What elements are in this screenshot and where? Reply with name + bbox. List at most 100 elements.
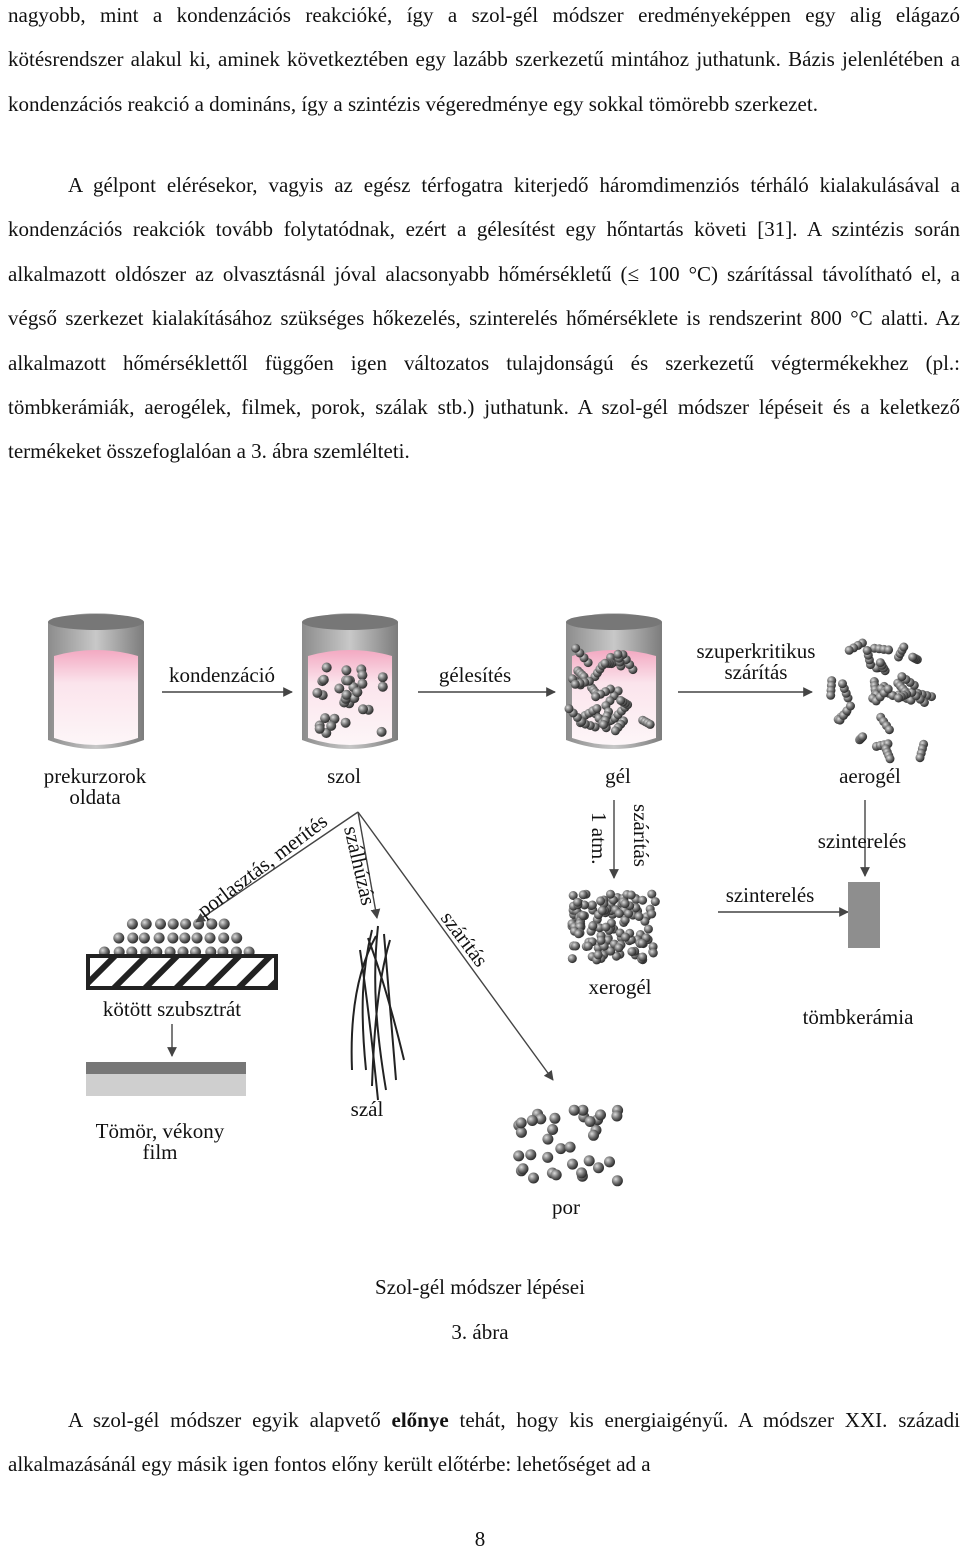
thin-film-icon: [86, 1062, 246, 1096]
particle: [167, 918, 179, 930]
particle: [583, 1155, 595, 1167]
particle: [647, 889, 657, 899]
particle: [647, 909, 657, 919]
particle: [846, 701, 855, 711]
particle: [204, 932, 216, 944]
particle: [515, 1117, 527, 1129]
particle: [568, 891, 578, 900]
figure-caption-title: Szol-gél módszer lépései: [375, 1275, 585, 1299]
particle: [376, 726, 387, 737]
particle: [637, 938, 647, 948]
particle: [321, 662, 332, 673]
paragraph-1: nagyobb, mint a kondenzációs reakcióké, …: [8, 3, 960, 116]
page-number: 8: [474, 1527, 486, 1551]
particle: [542, 1151, 554, 1163]
particle: [650, 897, 660, 907]
label-kotott-szubsztrat: kötött szubsztrát: [103, 997, 241, 1021]
particle: [567, 1158, 578, 1170]
particle: [573, 897, 583, 907]
particle: [596, 935, 606, 945]
particle: [601, 922, 611, 932]
particle: [352, 687, 363, 698]
particle: [645, 719, 655, 729]
particle: [340, 717, 351, 728]
particle: [191, 932, 203, 944]
particle: [875, 658, 885, 668]
particle: [138, 932, 150, 944]
particle: [600, 658, 610, 668]
particle: [620, 899, 630, 909]
particle: [513, 1150, 525, 1162]
particle: [862, 646, 872, 655]
label-szinterelés-left: szinterelés: [726, 883, 815, 907]
particle: [614, 943, 624, 953]
particle: [621, 932, 630, 942]
particle: [515, 1126, 527, 1138]
label-szaritas-top: szárítás: [725, 660, 788, 684]
label-szal: szál: [351, 1097, 384, 1121]
particle: [884, 725, 894, 735]
particle: [326, 720, 337, 731]
particle: [126, 918, 138, 930]
particle: [844, 645, 854, 655]
label-por: por: [552, 1195, 580, 1219]
particle: [638, 952, 648, 962]
particle: [334, 683, 345, 694]
particle: [611, 1110, 623, 1122]
label-gelesites: gélesítés: [439, 663, 511, 687]
label-oldata: oldata: [69, 785, 121, 809]
particle: [583, 941, 593, 951]
particle: [599, 720, 609, 730]
particle: [593, 1162, 604, 1174]
particle: [591, 692, 601, 702]
particle: [155, 918, 166, 930]
particle: [113, 932, 125, 944]
particle: [592, 704, 602, 713]
particle: [634, 912, 644, 921]
particle: [588, 921, 598, 931]
label-szalhuzas: szálhúzás: [339, 824, 380, 908]
particle: [342, 675, 353, 686]
particle: [648, 948, 658, 958]
particle: [597, 906, 607, 915]
figure-caption-number: 3. ábra: [451, 1320, 509, 1344]
particle: [564, 1141, 576, 1153]
particle: [320, 713, 331, 724]
substrate-icon: [86, 954, 278, 990]
particle: [606, 889, 615, 899]
particle: [542, 1133, 554, 1145]
particle: [885, 754, 895, 764]
particle: [897, 672, 907, 682]
particle: [587, 900, 597, 910]
particle: [616, 696, 626, 705]
particle: [525, 1149, 537, 1161]
particle: [576, 1167, 588, 1179]
particle: [908, 652, 918, 662]
particle: [571, 941, 581, 951]
beaker-precursor-icon: [48, 613, 144, 749]
particle: [549, 1112, 561, 1124]
particle: [596, 896, 606, 906]
label-szinterelés-right: szinterelés: [818, 829, 907, 853]
particle: [535, 1113, 547, 1125]
particle: [578, 890, 588, 900]
particle: [580, 900, 589, 910]
particle: [883, 684, 893, 694]
particle: [620, 915, 630, 925]
particle: [526, 1115, 538, 1126]
particle: [550, 1169, 562, 1181]
particle: [555, 1143, 567, 1155]
particle: [377, 681, 388, 692]
particle: [614, 909, 624, 918]
particle: [593, 950, 603, 960]
sol-gel-diagram: kondenzáció gélesítés szuperkritikus szá…: [44, 613, 936, 1219]
particle-clusters-icon: [98, 638, 936, 1187]
particle: [915, 753, 925, 763]
label-1-atm: 1 atm.: [587, 812, 611, 865]
label-szol: szol: [327, 764, 361, 788]
particle: [838, 679, 847, 689]
particle: [611, 1175, 623, 1187]
particle: [894, 693, 903, 703]
particle: [180, 918, 192, 930]
particle: [517, 1163, 529, 1175]
